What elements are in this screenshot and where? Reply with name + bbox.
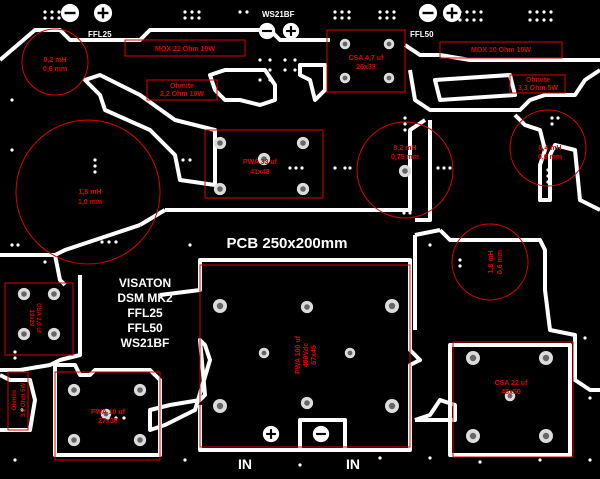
coil-label: 0,6 mm xyxy=(497,250,504,274)
terminal-plus-icon xyxy=(442,3,462,23)
brand-line: DSM MK2 xyxy=(117,291,173,305)
terminal-minus-icon xyxy=(258,22,276,40)
coil-label: 1,8 mH xyxy=(79,189,102,196)
capacitor-outline xyxy=(199,264,411,448)
coil-label: 0,75 mm xyxy=(391,154,419,161)
capacitor-label: 57x45 xyxy=(311,345,318,365)
terminal-minus-icon xyxy=(418,3,438,23)
coil-label: 0,6 mm xyxy=(43,66,67,73)
resistor-outline xyxy=(509,74,566,94)
capacitor-label: 41x48 xyxy=(250,169,270,176)
coil-label: 0,6 mm xyxy=(538,154,562,161)
terminal-plus-icon xyxy=(282,22,300,40)
coil-label: 0,4 mH xyxy=(539,145,562,152)
capacitor-label: 19x29 xyxy=(28,310,34,327)
coil-outline xyxy=(356,121,454,219)
resistor-label: Ohmite xyxy=(12,389,18,410)
resistor-outline xyxy=(7,371,29,431)
resistor-label: Ohmite xyxy=(526,77,550,84)
capacitor-label: PWA 10 uf xyxy=(91,409,126,416)
capacitor-label: 45x50 xyxy=(501,389,521,396)
input-label: IN xyxy=(238,456,252,472)
resistor-label: 3,3 Ohm 5W xyxy=(21,382,27,417)
coil-label: 1,8 mH xyxy=(488,251,495,274)
capacitor-outline xyxy=(204,129,324,199)
terminal-minus-icon xyxy=(312,425,330,443)
coil-outline xyxy=(509,109,587,187)
resistor-label: 3,3 Ohm 5W xyxy=(518,85,558,92)
coil-outline xyxy=(21,28,89,96)
capacitor-label: CSA 22 uf xyxy=(495,380,528,387)
capacitor-label: PWA 100 uf xyxy=(295,335,302,374)
coil-outline xyxy=(451,223,529,301)
component-outlines xyxy=(4,28,587,461)
resistor-label: MOX 22 Ohm 10W xyxy=(155,46,215,53)
coil-label: 1,0 mm xyxy=(78,199,102,206)
resistor-outline xyxy=(124,39,246,57)
input-label: IN xyxy=(346,456,360,472)
terminal-plus-icon xyxy=(93,3,113,23)
component-labels: 0,2 mH 0,6 mm MOX 22 Ohm 10W Ohmite 2,2 … xyxy=(12,46,562,425)
capacitor-label: 27x36 xyxy=(98,418,118,425)
terminal-minus-icon xyxy=(60,3,80,23)
label-ffl50: FFL50 xyxy=(410,30,434,39)
via-holes xyxy=(10,10,592,467)
label-ws21bf: WS21BF xyxy=(262,10,295,19)
capacitor-outline xyxy=(326,29,406,93)
brand-line: FFL25 xyxy=(127,306,163,320)
resistor-label: 2,2 Ohm 10W xyxy=(160,91,204,98)
capacitor-label: CSA 4,7 uf xyxy=(349,55,384,62)
brand-line: VISATON xyxy=(119,276,171,290)
label-ffl25: FFL25 xyxy=(88,30,112,39)
resistor-outline xyxy=(439,41,563,59)
brand-block: VISATON DSM MK2 FFL25 FFL50 WS21BF xyxy=(117,276,173,350)
capacitor-label: 400Vdc xyxy=(303,343,310,368)
capacitor-outline xyxy=(54,371,161,461)
brand-line: FFL50 xyxy=(127,321,163,335)
board-title: PCB 250x200mm xyxy=(227,235,348,252)
brand-line: WS21BF xyxy=(121,336,170,350)
capacitor-label: 26x33 xyxy=(356,64,376,71)
resistor-label: MOX 10 Ohm 10W xyxy=(471,47,531,54)
terminal-plus-icon xyxy=(262,425,280,443)
capacitor-outline xyxy=(452,341,574,458)
resistor-outline xyxy=(146,79,218,101)
capacitor-label: CSA 2,0 uf xyxy=(35,303,41,334)
capacitor-label: PWA 33 uf xyxy=(243,159,278,166)
coil-label: 8,2 mH xyxy=(394,145,417,152)
coil-outline xyxy=(15,119,161,265)
coil-label: 0,2 mH xyxy=(44,57,67,64)
resistor-label: Ohmite xyxy=(170,83,194,90)
capacitor-outline xyxy=(4,282,74,356)
